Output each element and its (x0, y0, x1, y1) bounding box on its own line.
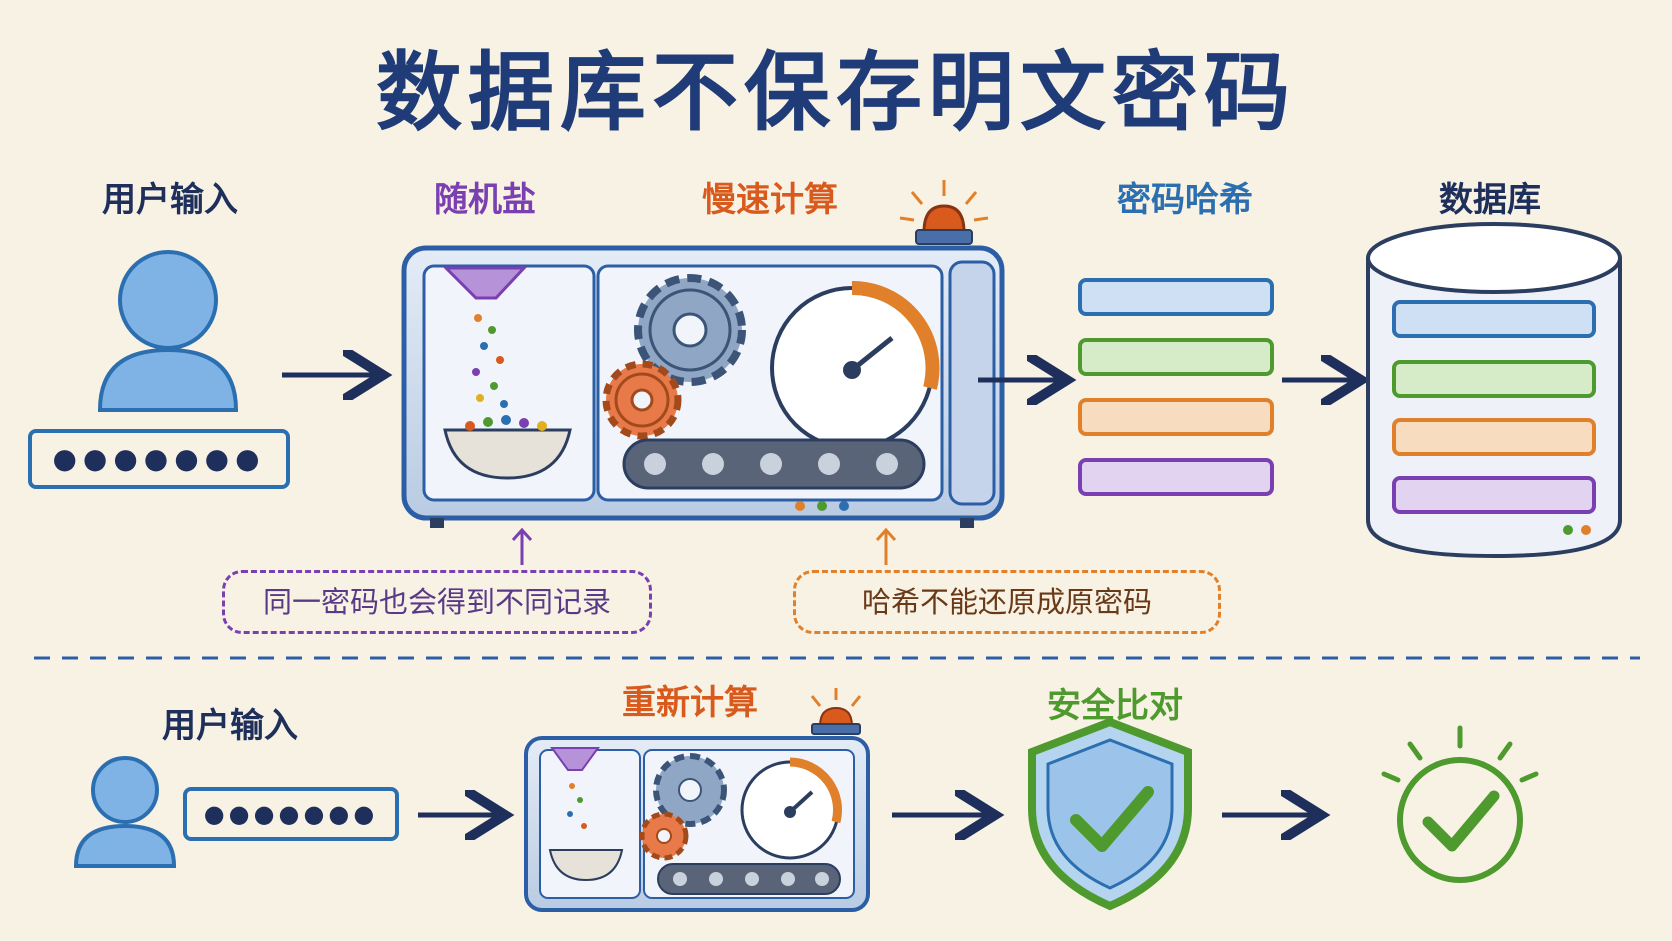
label-recompute: 重新计算 (622, 683, 758, 723)
user-icon (97, 250, 239, 412)
shield-check-icon (1028, 717, 1192, 911)
page-title: 数据库不保存明文密码 (376, 43, 1296, 143)
label-secure-compare: 安全比对 (1047, 686, 1183, 726)
note-hash: 哈希不能还原成原密码 (793, 570, 1221, 634)
label-database: 数据库 (1439, 180, 1541, 220)
password-box-bottom: ●●●●●●● (183, 787, 399, 841)
gear-icon (602, 360, 682, 440)
label-user-input-bottom: 用户输入 (162, 706, 298, 746)
hash-bar-icon (1078, 278, 1274, 496)
check-circle-icon (1381, 725, 1539, 883)
label-slow-compute: 慢速计算 (702, 180, 838, 220)
speedometer-icon (770, 280, 940, 450)
conveyor-icon (622, 438, 926, 490)
gear-icon (634, 274, 746, 386)
note-salt: 同一密码也会得到不同记录 (222, 570, 652, 634)
alarm-light-icon (899, 180, 989, 245)
label-user-input: 用户输入 (102, 180, 238, 220)
alarm-light-icon (810, 688, 862, 735)
label-random-salt: 随机盐 (434, 180, 536, 220)
salt-funnel-icon (442, 266, 572, 480)
user-icon (73, 756, 177, 868)
password-box-top: ●●●●●●● (28, 429, 290, 489)
database-icon (1366, 222, 1622, 559)
label-password-hash: 密码哈希 (1117, 180, 1253, 220)
hashing-machine-small (524, 736, 870, 912)
